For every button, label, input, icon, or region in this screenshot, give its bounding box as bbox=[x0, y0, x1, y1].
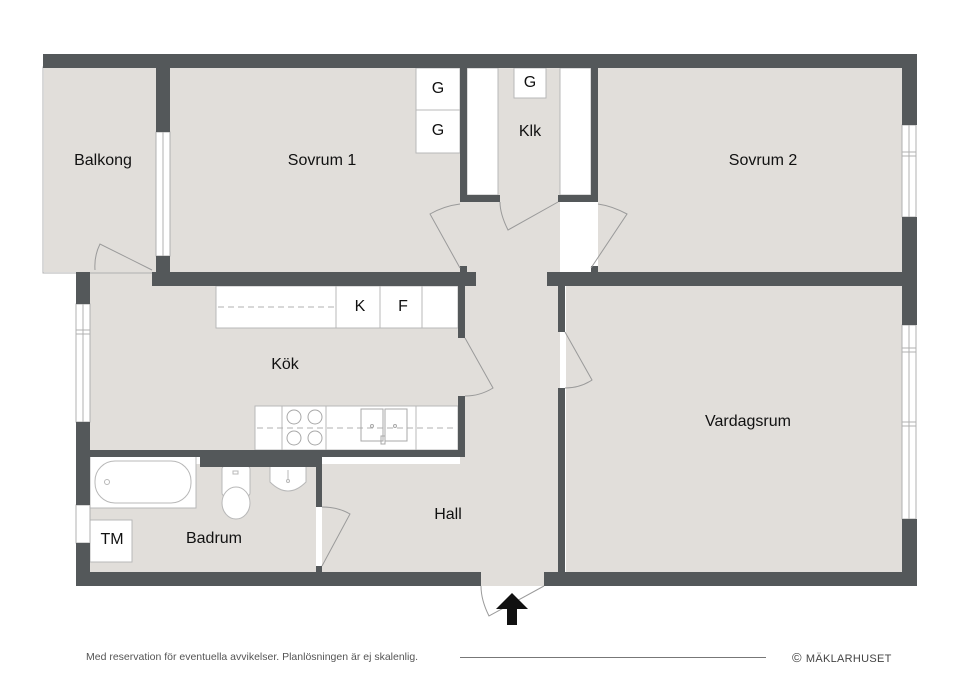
floor-hall bbox=[322, 464, 560, 572]
room-label-kok: Kök bbox=[271, 356, 299, 373]
fixture-label-freezer: F bbox=[398, 298, 408, 315]
disclaimer-text: Med reservation för eventuella avvikelse… bbox=[86, 651, 419, 663]
washing-machine-box bbox=[89, 519, 133, 563]
fixture-label-fridge: K bbox=[354, 298, 366, 315]
door-entrance bbox=[480, 585, 545, 617]
copyright-icon: © bbox=[792, 650, 802, 665]
wardrobe-cabinet-1 bbox=[415, 67, 461, 111]
sink-icon bbox=[360, 408, 408, 445]
floor-areas bbox=[44, 68, 902, 586]
room-label-badrum: Badrum bbox=[185, 530, 243, 547]
fixture-label-wardrobe-klk: G bbox=[523, 74, 537, 91]
room-label-sovrum-1: Sovrum 1 bbox=[287, 152, 357, 169]
room-label-balkong: Balkong bbox=[74, 152, 132, 169]
washbasin-icon bbox=[269, 465, 307, 492]
closet-left-of-klk bbox=[466, 67, 499, 196]
door-balkong bbox=[94, 243, 153, 271]
entrance-arrow-icon bbox=[496, 593, 528, 625]
floor-balkong bbox=[44, 68, 156, 272]
door-vardagsrum bbox=[564, 331, 593, 389]
door-sovrum2 bbox=[590, 203, 628, 269]
door-swings bbox=[94, 201, 628, 617]
footer-divider bbox=[460, 657, 766, 658]
wardrobe-cabinet-2 bbox=[415, 109, 461, 154]
floor-sovrum2 bbox=[598, 68, 902, 272]
room-label-sovrum-2: Sovrum 2 bbox=[728, 152, 798, 169]
door-sovrum1 bbox=[429, 203, 461, 269]
closet-right-of-klk bbox=[559, 67, 592, 196]
brand-name: MÄKLARHUSET bbox=[805, 653, 892, 665]
kitchen-lower-counter bbox=[254, 405, 459, 451]
room-label-hall: Hall bbox=[434, 506, 462, 523]
window-badrum bbox=[75, 504, 91, 544]
room-label-vardagsrum: Vardagsrum bbox=[705, 413, 791, 430]
fixture-label-washing-machine: TM bbox=[100, 531, 124, 548]
floor-sovrum1 bbox=[170, 68, 460, 272]
door-kok bbox=[464, 337, 494, 397]
floor-kok-badrum-join bbox=[90, 272, 156, 292]
kitchen-upper-counter bbox=[215, 285, 459, 329]
floor-vardagsrum bbox=[566, 286, 902, 572]
fixture-label-wardrobe-2: G bbox=[431, 122, 445, 139]
brand-copyright: ©MÄKLARHUSET bbox=[792, 650, 892, 665]
bathtub-icon bbox=[89, 455, 197, 509]
fixture-label-wardrobe-1: G bbox=[431, 80, 445, 97]
door-badrum bbox=[321, 506, 351, 567]
room-label-klk: Klk bbox=[518, 123, 542, 140]
door-klk bbox=[499, 201, 559, 231]
wardrobe-cabinet-klk bbox=[513, 67, 547, 99]
fridge-cabinet bbox=[335, 285, 381, 329]
stove-icon bbox=[286, 409, 323, 446]
walls bbox=[43, 54, 917, 586]
toilet-icon bbox=[221, 465, 251, 520]
